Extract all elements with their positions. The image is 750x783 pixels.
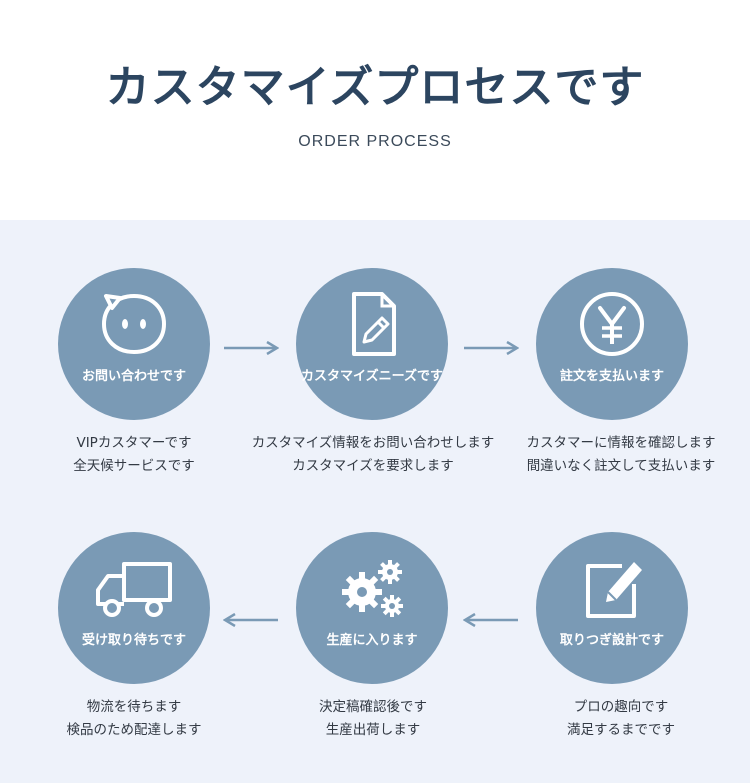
desc-line: 検品のため配達します xyxy=(66,722,202,738)
step-label: 受け取り待ちです xyxy=(81,633,186,648)
desc-line: 生産出荷します xyxy=(325,722,421,738)
step-label: 註文を支払います xyxy=(559,369,664,384)
desc-line: 物流を待ちます xyxy=(86,699,182,715)
step-label: お問い合わせです xyxy=(81,369,186,384)
gears-icon xyxy=(342,560,403,617)
desc-line: カスタマイズを要求します xyxy=(292,458,454,474)
desc-line: 決定稿確認後です xyxy=(319,699,427,715)
step-description: プロの趣向です 満足するまでです xyxy=(496,696,746,742)
step-description: カスタマイズ情報をお問い合わせします カスタマイズを要求します xyxy=(248,432,498,478)
page-title: カスタマイズプロセスです xyxy=(105,62,645,113)
document-pen-icon xyxy=(352,292,396,356)
process-panel: お問い合わせです VIPカスタマーです 全天候サービスです カスタマイズニーズで… xyxy=(0,220,750,783)
desc-line: 満足するまでです xyxy=(567,722,675,738)
step-label: 生産に入ります xyxy=(326,633,418,648)
header: カスタマイズプロセスです ORDER PROCESS xyxy=(0,0,750,220)
step-description: 物流を待ちます 検品のため配達します xyxy=(9,696,259,742)
desc-line: VIPカスタマーです xyxy=(76,435,192,451)
desc-line: 間違いなく註文して支払います xyxy=(526,458,716,474)
step-circle: 註文を支払います xyxy=(536,268,688,420)
arrow-right-icon xyxy=(224,341,279,355)
delivery-truck-icon xyxy=(96,562,172,617)
step-label: カスタマイズニーズです xyxy=(301,369,443,384)
step-description: カスタマーに情報を確認します 間違いなく註文して支払います xyxy=(496,432,746,478)
arrow-left-icon xyxy=(223,613,278,627)
page-subtitle: ORDER PROCESS xyxy=(298,133,452,150)
chat-bubble-face-icon xyxy=(101,293,167,355)
yen-coin-icon xyxy=(580,292,644,356)
step-description: 決定稿確認後です 生産出荷します xyxy=(248,696,498,742)
step-label: 取りつぎ設計です xyxy=(559,633,665,648)
step-description: VIPカスタマーです 全天候サービスです xyxy=(9,432,259,478)
step-circle: 生産に入ります xyxy=(296,532,448,684)
edit-pencil-icon xyxy=(586,562,642,618)
desc-line: プロの趣向です xyxy=(573,699,669,715)
arrow-right-icon xyxy=(464,341,519,355)
desc-line: カスタマーに情報を確認します xyxy=(526,435,716,451)
arrow-left-icon xyxy=(463,613,518,627)
step-circle: 取りつぎ設計です xyxy=(536,532,688,684)
step-circle: お問い合わせです xyxy=(58,268,210,420)
desc-line: カスタマイズ情報をお問い合わせします xyxy=(251,435,495,451)
step-circle: カスタマイズニーズです xyxy=(296,268,448,420)
desc-line: 全天候サービスです xyxy=(73,458,195,474)
step-circle: 受け取り待ちです xyxy=(58,532,210,684)
